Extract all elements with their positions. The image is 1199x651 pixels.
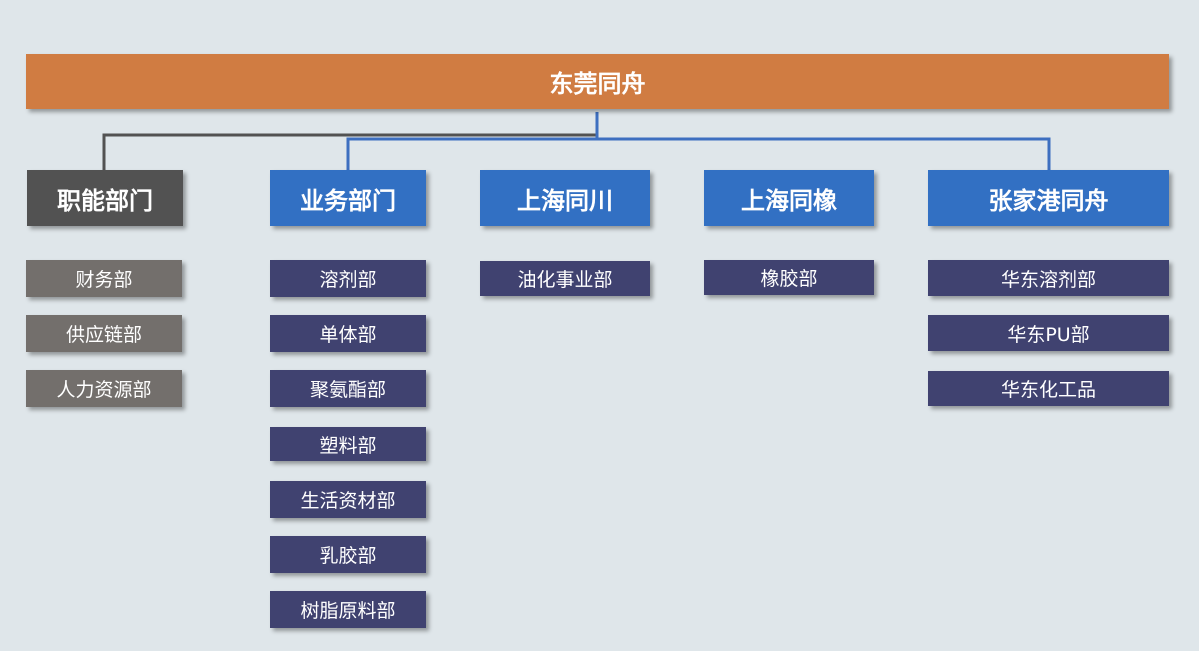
column-head-shanghai-tongxiang: 上海同橡	[704, 170, 874, 226]
list-item: 人力资源部	[26, 370, 182, 407]
root-node: 东莞同舟	[26, 54, 1169, 109]
list-item: 生活资材部	[270, 481, 426, 518]
connector-business	[346, 137, 1051, 172]
list-item: 油化事业部	[480, 261, 650, 296]
list-item: 树脂原料部	[270, 591, 426, 628]
list-item: 华东化工品	[928, 371, 1169, 406]
list-item: 乳胶部	[270, 536, 426, 573]
list-item: 单体部	[270, 315, 426, 352]
list-item: 聚氨酯部	[270, 370, 426, 407]
column-head-business: 业务部门	[270, 170, 426, 226]
column-head-functional: 职能部门	[27, 170, 183, 226]
column-head-zhangjiagang-tongzhou: 张家港同舟	[928, 170, 1169, 226]
connector-functional	[102, 112, 599, 172]
list-item: 华东PU部	[928, 315, 1169, 351]
list-item: 橡胶部	[704, 260, 874, 295]
list-item: 溶剂部	[270, 260, 426, 297]
list-item: 塑料部	[270, 427, 426, 461]
list-item: 华东溶剂部	[928, 260, 1169, 296]
column-head-shanghai-tongchuan: 上海同川	[480, 170, 650, 226]
list-item: 供应链部	[26, 315, 182, 352]
list-item: 财务部	[26, 260, 182, 297]
root-label: 东莞同舟	[549, 70, 646, 98]
